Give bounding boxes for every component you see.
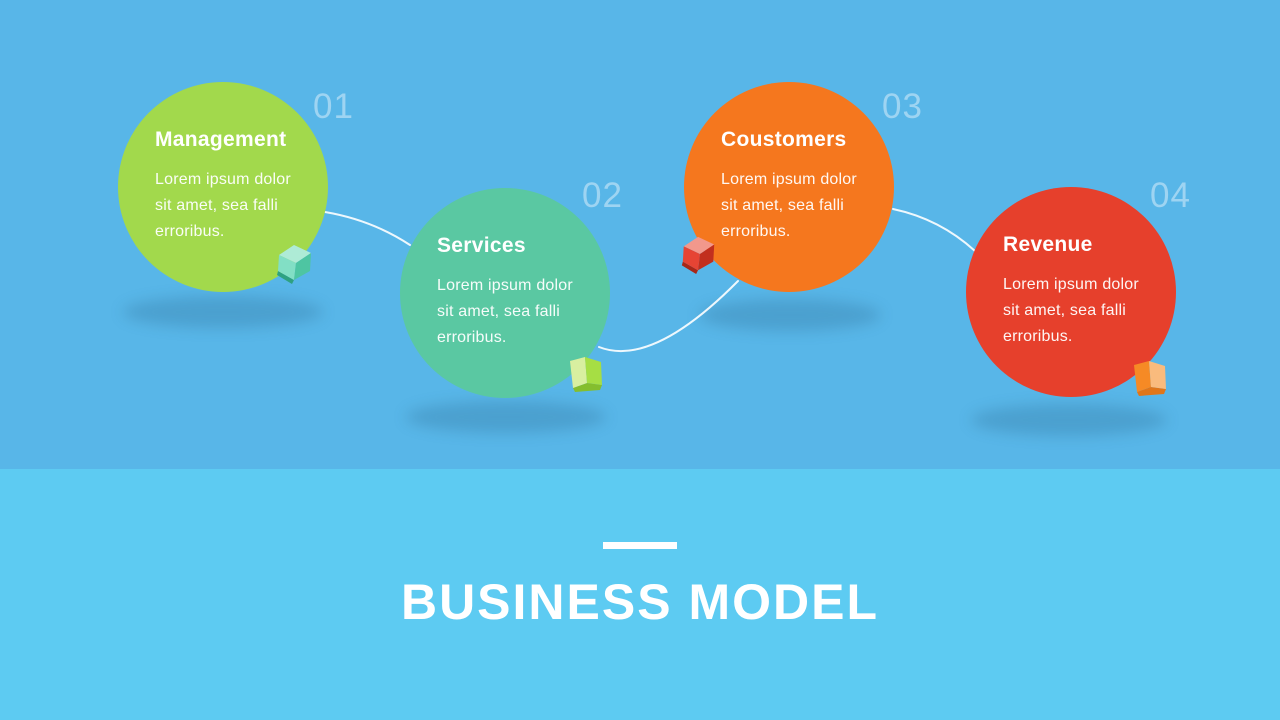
cube-icon-red	[681, 236, 715, 274]
step-number-2: 02	[582, 176, 623, 215]
cube-icon-lime	[570, 357, 602, 392]
background-bottom-band	[0, 469, 1280, 720]
title-accent-bar	[603, 542, 677, 549]
step-content-2: Services Lorem ipsum dolor sit amet, sea…	[437, 234, 589, 351]
step-description-3: Lorem ipsum dolor sit amet, sea falli er…	[721, 171, 857, 240]
step-description-4: Lorem ipsum dolor sit amet, sea falli er…	[1003, 276, 1139, 345]
step-title-revenue: Revenue	[1003, 233, 1093, 256]
step-number-3: 03	[882, 87, 923, 126]
step-title-services: Services	[437, 234, 526, 257]
circle-shadow-2	[406, 401, 606, 433]
cube-icon-teal	[277, 245, 311, 284]
step-description-2: Lorem ipsum dolor sit amet, sea falli er…	[437, 277, 573, 346]
circle-shadow-3	[699, 299, 881, 331]
step-content-3: Coustomers Lorem ipsum dolor sit amet, s…	[721, 128, 873, 245]
step-title-coustomers: Coustomers	[721, 128, 847, 151]
step-circle-revenue: Revenue Lorem ipsum dolor sit amet, sea …	[966, 187, 1176, 397]
circle-shadow-4	[971, 404, 1167, 436]
step-content-1: Management Lorem ipsum dolor sit amet, s…	[155, 128, 307, 245]
slide-title: BUSINESS MODEL	[400, 574, 880, 630]
step-description-1: Lorem ipsum dolor sit amet, sea falli er…	[155, 171, 291, 240]
step-number-1: 01	[313, 87, 354, 126]
step-title-management: Management	[155, 128, 287, 151]
step-circle-coustomers: Coustomers Lorem ipsum dolor sit amet, s…	[684, 82, 894, 292]
step-content-4: Revenue Lorem ipsum dolor sit amet, sea …	[1003, 233, 1155, 350]
cube-icon-orange	[1134, 361, 1166, 396]
circle-shadow-1	[123, 296, 323, 328]
step-number-4: 04	[1150, 176, 1191, 215]
